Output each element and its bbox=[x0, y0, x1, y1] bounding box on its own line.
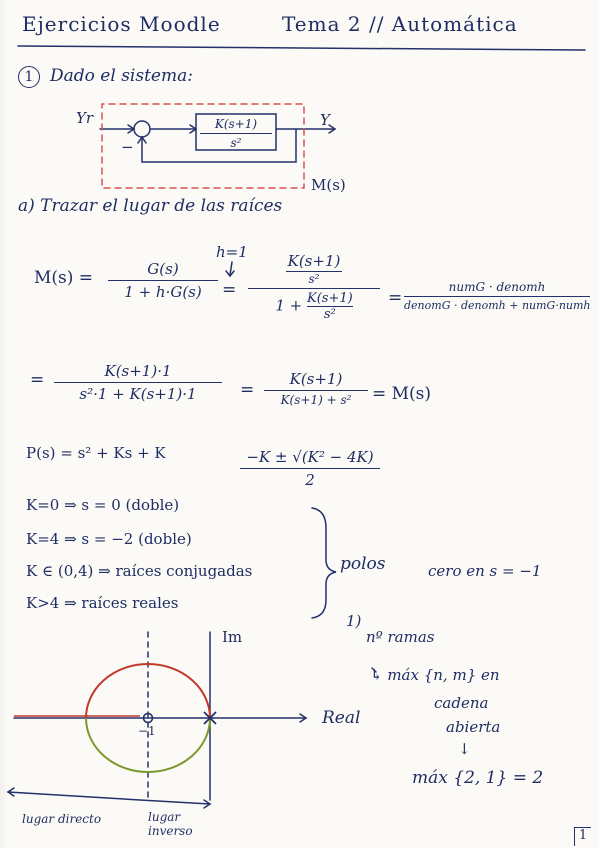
fraction-4-den: s²·1 + K(s+1)·1 bbox=[79, 385, 197, 403]
part-a-heading: a) Trazar el lugar de las raíces bbox=[18, 196, 283, 216]
system-dashed-box bbox=[101, 103, 305, 189]
fraction-4-num: K(s+1)·1 bbox=[104, 362, 172, 380]
transfer-block bbox=[195, 113, 277, 151]
lugar-inverso-arrow bbox=[139, 799, 211, 805]
notes-max-line: ↳ máx {n, m} en bbox=[370, 666, 500, 684]
fraction-2-num-den: s² bbox=[286, 271, 342, 286]
locus-lower-branch bbox=[85, 717, 211, 773]
block-transfer-function: K(s+1) s² bbox=[200, 117, 272, 150]
block-output-label: Y bbox=[320, 111, 330, 129]
output-arrowhead bbox=[328, 124, 337, 134]
feedback-sign: − bbox=[121, 138, 134, 156]
fraction-3-num: numG · denomh bbox=[448, 280, 546, 294]
fraction-1-den: 1 + h·G(s) bbox=[124, 283, 202, 301]
page-number: 1 bbox=[574, 827, 591, 846]
notes-result: máx {2, 1} = 2 bbox=[412, 768, 544, 788]
fraction-1-bar bbox=[108, 280, 218, 281]
fraction-1-num: G(s) bbox=[147, 260, 179, 278]
lugar-directo-arrow bbox=[7, 791, 141, 801]
fraction-2-num: K(s+1) bbox=[287, 252, 341, 270]
fraction-5-bar bbox=[264, 390, 368, 391]
fraction-2-bar bbox=[248, 288, 380, 289]
m-lhs: M(s) = bbox=[34, 268, 94, 288]
feedback-path bbox=[141, 128, 297, 163]
system-label: M(s) bbox=[311, 176, 346, 194]
plot-real-label: Real bbox=[322, 708, 361, 728]
exercise-number-circle: 1 bbox=[18, 66, 40, 88]
notes-cadena: cadena bbox=[434, 694, 489, 712]
cases-brace bbox=[311, 507, 337, 619]
fraction-5: K(s+1) K(s+1) + s² bbox=[264, 370, 368, 407]
locus-upper-branch bbox=[85, 663, 211, 719]
characteristic-polynomial: P(s) = s² + Ks + K bbox=[26, 444, 166, 462]
fraction-2-den-den: s² bbox=[306, 306, 353, 322]
roots-den: 2 bbox=[305, 471, 315, 489]
equals-line2: = bbox=[30, 370, 45, 390]
notes-hook bbox=[371, 667, 377, 673]
lugar-directo-arrowhead bbox=[6, 787, 15, 797]
title-underline bbox=[17, 45, 586, 51]
fraction-1: G(s) 1 + h·G(s) bbox=[108, 260, 218, 301]
equals-sign-2: = bbox=[388, 288, 403, 308]
fraction-4: K(s+1)·1 s²·1 + K(s+1)·1 bbox=[54, 362, 222, 403]
notes-down-arrow: ↓ bbox=[458, 740, 471, 758]
exercise-number: 1 bbox=[18, 66, 40, 88]
feedback-arrowhead bbox=[137, 135, 147, 144]
h-note-arrowhead bbox=[225, 270, 235, 278]
equals-sign-1: = bbox=[222, 280, 237, 300]
h-note: h=1 bbox=[216, 243, 248, 261]
exercise-intro: Dado el sistema: bbox=[50, 66, 193, 86]
case-k4: K=4 ⇒ s = −2 (doble) bbox=[26, 530, 192, 548]
page-title-part1: Ejercicios Moodle bbox=[22, 12, 221, 36]
notes-marker: 1) bbox=[346, 612, 362, 630]
fraction-3-den: denomG · denomh + numG·numh bbox=[404, 299, 591, 312]
equals-sign-3: = bbox=[240, 380, 255, 400]
case-real: K>4 ⇒ raíces reales bbox=[26, 594, 179, 612]
fraction-2-den: 1 + K(s+1) s² bbox=[248, 291, 380, 322]
fraction-5-num: K(s+1) bbox=[289, 370, 343, 388]
fraction-4-bar bbox=[54, 382, 222, 383]
block-tf-den: s² bbox=[230, 136, 242, 150]
case-conjugate: K ∈ (0,4) ⇒ raíces conjugadas bbox=[26, 562, 253, 580]
plot-lugar-directo: lugar directo bbox=[22, 812, 102, 826]
fraction-2-den-prefix: 1 + bbox=[275, 296, 303, 315]
fraction-2-den-num: K(s+1) bbox=[306, 291, 353, 306]
zero-label: cero en s = −1 bbox=[428, 562, 542, 580]
h-note-arrow bbox=[229, 261, 233, 276]
block-tf-bar bbox=[200, 133, 272, 134]
m-result: = M(s) bbox=[372, 384, 432, 404]
plot-zero-marker bbox=[142, 712, 154, 724]
fraction-5-den: K(s+1) + s² bbox=[280, 393, 352, 407]
case-k0: K=0 ⇒ s = 0 (doble) bbox=[26, 496, 180, 514]
fraction-2: K(s+1) s² 1 + K(s+1) s² bbox=[248, 252, 380, 322]
roots-num: −K ± √(K² − 4K) bbox=[246, 448, 374, 466]
plot-real-arrowhead bbox=[299, 713, 308, 723]
page-title-part2: Tema 2 // Automática bbox=[282, 12, 518, 36]
fraction-3-bar bbox=[404, 296, 590, 297]
block-tf-num: K(s+1) bbox=[214, 117, 258, 131]
cases-label: polos bbox=[340, 554, 386, 574]
lugar-inverso-arrowhead bbox=[203, 799, 212, 809]
notes-ramas: nº ramas bbox=[366, 628, 435, 646]
plot-minus-one: −1 bbox=[138, 724, 156, 738]
fraction-2-den-inner: K(s+1) s² bbox=[306, 291, 353, 322]
summing-junction bbox=[133, 120, 151, 138]
roots-formula: −K ± √(K² − 4K) 2 bbox=[240, 448, 380, 489]
fraction-3: numG · denomh denomG · denomh + numG·num… bbox=[404, 280, 591, 312]
plot-lugar-inverso: lugar inverso bbox=[148, 810, 193, 838]
block-input-label: Yr bbox=[76, 109, 94, 127]
notes-abierta: abierta bbox=[446, 718, 501, 736]
roots-bar bbox=[240, 468, 380, 469]
plot-pole-marker bbox=[203, 711, 217, 725]
plot-im-label: Im bbox=[222, 628, 243, 646]
